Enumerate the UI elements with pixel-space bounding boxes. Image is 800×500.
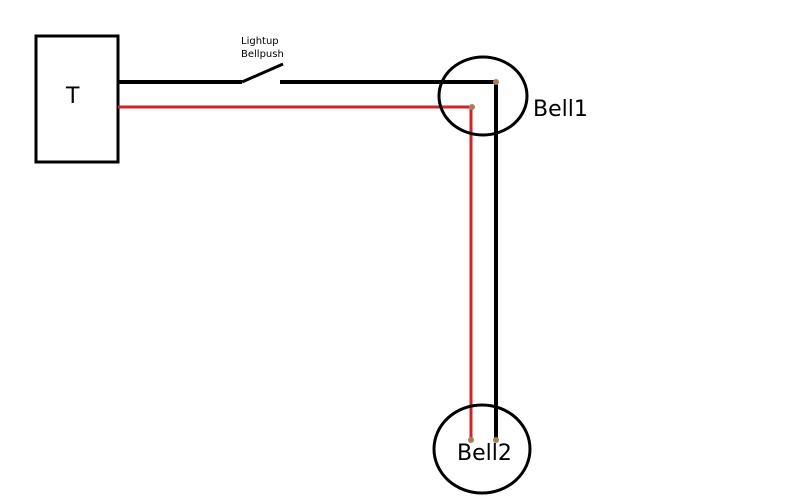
transformer-box xyxy=(34,34,120,164)
bell2-circle xyxy=(432,403,532,495)
bellpush-label-line2: Bellpush xyxy=(241,49,284,60)
bellpush-label-line1: Lightup xyxy=(241,36,279,47)
bell2-terminal-black xyxy=(493,437,499,443)
bell1-terminal-black xyxy=(493,79,499,85)
bell1-circle xyxy=(437,55,529,137)
transformer-label: T xyxy=(65,84,80,109)
bellpush-switch-blade xyxy=(241,62,284,84)
bell1-label: Bell1 xyxy=(533,97,588,122)
bell1-terminal-red xyxy=(469,104,475,110)
bell2-terminal-red xyxy=(468,437,474,443)
bell2-label: Bell2 xyxy=(457,441,512,466)
